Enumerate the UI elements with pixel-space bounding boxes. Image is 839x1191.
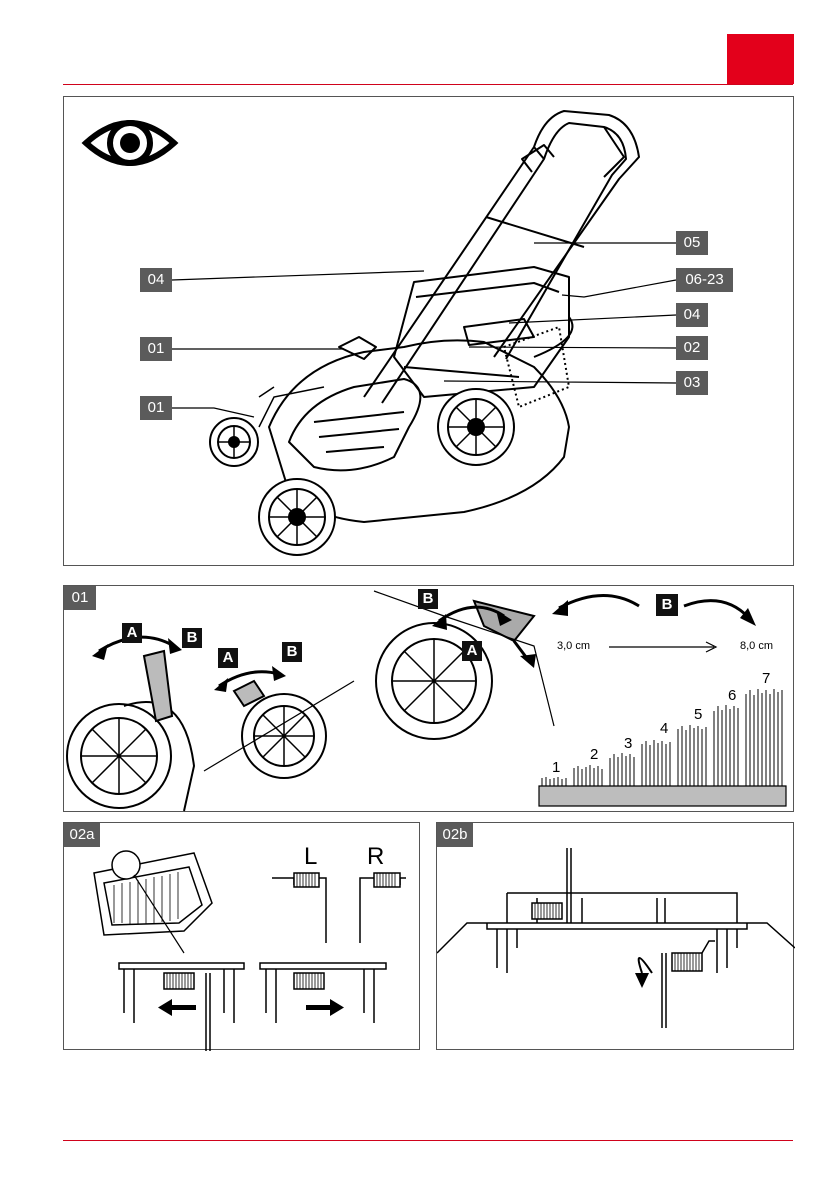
eye-icon <box>81 120 179 166</box>
level-2: 2 <box>590 746 599 763</box>
min-height-label: 3,0 cm <box>557 640 591 652</box>
callout-right-3: 04 <box>676 303 708 327</box>
badge-a-3: A <box>462 641 482 661</box>
level-6: 6 <box>728 687 737 704</box>
badge-a-1: A <box>122 623 142 643</box>
callout-right-5: 03 <box>676 371 708 395</box>
figure-02a-tag: 02a <box>64 823 100 847</box>
footer-rule <box>63 1140 793 1141</box>
figure-01-panel: 01 <box>63 585 794 812</box>
callout-right-1: 05 <box>676 231 708 255</box>
level-4: 4 <box>660 720 669 737</box>
callout-right-4: 02 <box>676 336 708 360</box>
spring-right-label: R <box>367 843 385 870</box>
badge-b-3: B <box>418 589 438 609</box>
level-7: 7 <box>762 670 771 687</box>
figure-01-tag: 01 <box>64 586 96 610</box>
callout-left-3: 01 <box>140 396 172 420</box>
level-3: 3 <box>624 735 633 752</box>
figure-02b-panel: 02b <box>436 822 795 1050</box>
spring-mount-drawing <box>437 848 795 1028</box>
callout-leaders <box>171 242 677 418</box>
brand-tab <box>727 34 794 84</box>
wheels <box>209 388 515 556</box>
callout-left-2: 01 <box>140 337 172 361</box>
badge-b-1: B <box>182 628 202 648</box>
badge-b-2: B <box>282 642 302 662</box>
callout-right-2: 06-23 <box>676 268 733 292</box>
level-5: 5 <box>694 706 703 723</box>
figure-02b-tag: 02b <box>437 823 473 847</box>
badge-a-2: A <box>218 648 238 668</box>
level-1: 1 <box>552 759 561 776</box>
header-rule <box>63 84 793 85</box>
overview-panel: 04 01 01 05 06-23 04 02 03 <box>63 96 794 566</box>
callout-left-1: 04 <box>140 268 172 292</box>
max-height-label: 8,0 cm <box>740 640 774 652</box>
badge-b-4: B <box>656 594 678 616</box>
cutting-height-drawing <box>66 590 787 812</box>
spring-left-label: L <box>304 843 318 870</box>
spring-install-drawing <box>93 850 406 1051</box>
mower-overview-drawing <box>81 110 677 556</box>
figure-02a-panel: 02a <box>63 822 420 1051</box>
